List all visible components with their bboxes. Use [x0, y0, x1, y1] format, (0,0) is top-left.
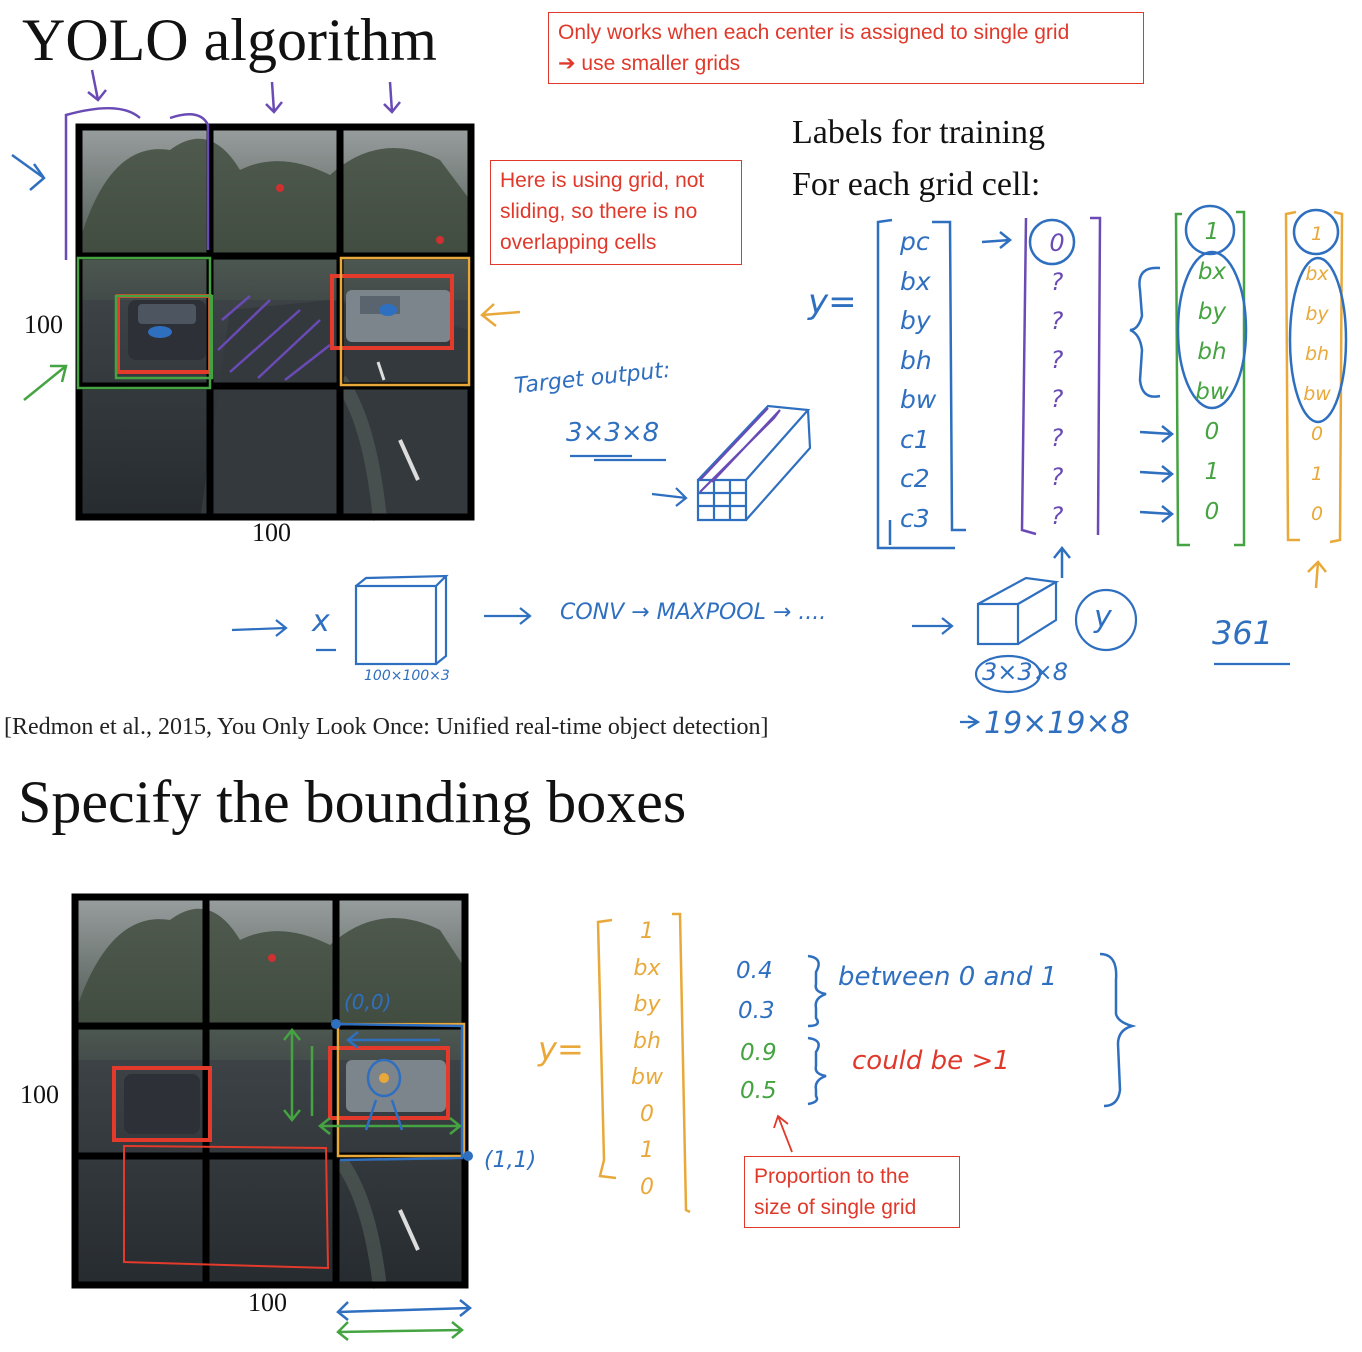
green-entry: 1 — [1204, 219, 1220, 245]
pc-circle — [1028, 218, 1076, 266]
green-entry: 0 — [1204, 499, 1220, 525]
proportion-note-line1: Proportion to the — [754, 1165, 910, 1188]
note-top-line1: Only works when each center is assigned … — [558, 21, 1070, 44]
x-label: x — [312, 604, 330, 639]
green-entry: by — [1197, 299, 1227, 325]
yellow-entry: 0 — [1310, 503, 1324, 525]
slide2-y-vector: 1 bx by bh bw 0 1 0 — [622, 914, 672, 1206]
slide1-title: YOLO algorithm — [22, 7, 437, 73]
green-vector: 1 bx by bh bw 0 1 0 — [1192, 212, 1232, 532]
yellow-vector-bracket — [1284, 210, 1344, 544]
value-bh: 0.9 — [740, 1040, 777, 1066]
target-output-cube — [570, 404, 812, 522]
corner-tl-label: (0,0) — [344, 990, 392, 1014]
y-entry: bx — [900, 266, 931, 296]
no-object-entry: ? — [1050, 268, 1064, 296]
green-entry: 1 — [1204, 459, 1220, 485]
slide2-y-entry: by — [633, 992, 661, 1017]
pipeline-text: CONV → MAXPOOL → .... — [560, 600, 827, 625]
proportion-note: Proportion to the size of single grid — [744, 1156, 960, 1228]
pipeline-drawing — [231, 574, 1290, 729]
y-entry: c2 — [900, 464, 930, 493]
yellow-entry: 1 — [1310, 463, 1324, 485]
yellow-entry: bh — [1304, 343, 1330, 365]
y-entry: pc — [900, 227, 930, 256]
alt-output-dims: 19×19×8 — [984, 706, 1130, 741]
grid1-width-label: 100 — [252, 518, 291, 547]
slide2-y-entry: 1 — [640, 1138, 654, 1163]
no-object-entry: ? — [1050, 346, 1064, 374]
yellow-vector: 1 bx by bh bw 0 1 0 — [1300, 214, 1334, 534]
slide2-y-entry: 0 — [640, 1101, 654, 1127]
slide2-title: Specify the bounding boxes — [18, 769, 687, 835]
y-entry: bh — [900, 345, 932, 375]
proportion-note-line2: size of single grid — [754, 1196, 917, 1219]
y-vector-bracket — [876, 218, 966, 550]
note-top-line2: ➔ use smaller grids — [558, 52, 741, 75]
corner-br-label: (1,1) — [484, 1148, 537, 1173]
green-vector-circles — [1129, 204, 1248, 410]
y-entry: bw — [900, 385, 937, 414]
green-entry: bx — [1197, 259, 1227, 285]
grid1-annotations — [11, 69, 521, 401]
note-top: Only works when each center is assigned … — [548, 12, 1144, 84]
value-bx: 0.4 — [736, 958, 773, 984]
yellow-entry: bw — [1303, 383, 1331, 405]
note-grid: Here is using grid, not sliding, so ther… — [490, 160, 742, 265]
green-entry: bw — [1195, 379, 1229, 405]
grid2-annotations — [112, 1019, 473, 1341]
yellow-entry: 1 — [1310, 223, 1324, 245]
value-by: 0.3 — [738, 998, 775, 1024]
slide2-vector-bracket — [596, 912, 691, 1214]
input-dims: 100×100×3 — [364, 668, 450, 684]
green-entry: 0 — [1204, 419, 1220, 445]
y-equals-label-2: y= — [538, 1030, 584, 1068]
y-circle-label: y — [1094, 600, 1112, 635]
slide2-y-entry: 1 — [640, 919, 654, 944]
arrows-labels — [981, 231, 1327, 589]
grid1-height-label: 100 — [24, 310, 63, 339]
green-entry: bh — [1197, 339, 1227, 365]
no-object-entry: ? — [1050, 502, 1064, 530]
no-object-entry: ? — [1050, 463, 1064, 491]
yellow-vector-circles — [1288, 208, 1348, 424]
slide2-y-entry: bw — [631, 1065, 663, 1090]
could-note: could be >1 — [852, 1046, 1010, 1076]
note-grid-line2: sliding, so there is no — [500, 200, 698, 223]
no-object-entry: 0 — [1049, 229, 1065, 257]
no-object-bracket — [1020, 216, 1102, 536]
grid2-width-label: 100 — [248, 1288, 287, 1317]
citation: [Redmon et al., 2015, You Only Look Once… — [4, 714, 769, 740]
yellow-entry: 0 — [1310, 423, 1324, 445]
labels-title: Labels for training — [792, 114, 1046, 151]
y-entry: c3 — [900, 503, 930, 533]
target-output-dims: 3×3×8 — [566, 418, 660, 448]
note-grid-line1: Here is using grid, not — [500, 169, 705, 192]
yellow-entry: bx — [1305, 263, 1329, 285]
count-label: 361 — [1212, 614, 1274, 652]
note-grid-line3: overlapping cells — [500, 231, 657, 254]
no-object-entry: ? — [1050, 385, 1064, 413]
no-object-vector: 0 ? ? ? ? ? ? ? — [1042, 224, 1072, 536]
grid2-height-label: 100 — [20, 1080, 59, 1109]
slide2-y-entry: bx — [633, 955, 661, 981]
slide2-braces — [773, 952, 1137, 1153]
yellow-entry: by — [1305, 303, 1329, 325]
grid-image-1 — [76, 124, 474, 521]
no-object-entry: ? — [1050, 307, 1064, 335]
green-vector-bracket — [1174, 210, 1246, 547]
slide2-y-entry: bh — [633, 1028, 661, 1054]
y-equals-label: y= — [808, 282, 857, 322]
y-entry: c1 — [900, 424, 930, 454]
y-vector: pc bx by bh bw c1 c2 c3 — [900, 222, 950, 538]
grid-image-2 — [72, 894, 468, 1289]
labels-subtitle: For each grid cell: — [792, 166, 1041, 203]
no-object-entry: ? — [1050, 424, 1064, 452]
value-bw: 0.5 — [740, 1078, 777, 1104]
slide2-y-entry: 0 — [640, 1174, 654, 1200]
between-note: between 0 and 1 — [838, 962, 1058, 992]
y-entry: by — [900, 306, 931, 335]
output-dims: 3×3×8 — [982, 658, 1069, 686]
